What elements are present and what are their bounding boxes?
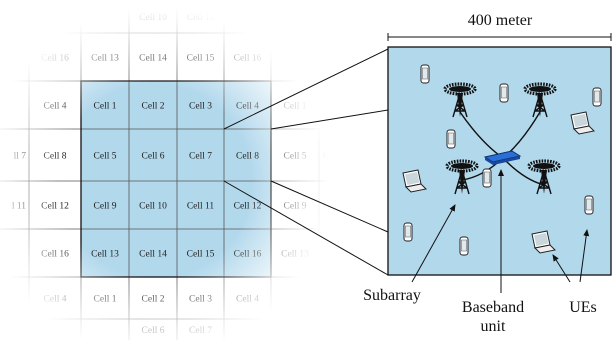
ues-label: UEs bbox=[569, 299, 597, 316]
cell-label: Cell bbox=[287, 295, 303, 305]
cell-label: Cell 1 bbox=[284, 102, 307, 112]
cell-label: Cell 4 bbox=[44, 102, 67, 112]
cluster-border bbox=[80, 80, 272, 278]
zoom-line bbox=[223, 48, 389, 130]
cell-label: Cell 13 bbox=[91, 54, 119, 64]
cell-label: Cell 16 bbox=[41, 250, 69, 260]
cell-label: Cell 6 bbox=[142, 152, 165, 162]
zoom-line bbox=[223, 180, 389, 276]
baseband-unit-side bbox=[485, 156, 520, 165]
cell-label: Cell 16 bbox=[41, 54, 69, 64]
phone-icon bbox=[420, 64, 430, 84]
annotation-arrow bbox=[411, 204, 456, 283]
cell-label: Cell 4 bbox=[236, 102, 259, 112]
phone-icon bbox=[592, 87, 602, 107]
baseband-label: Baseband bbox=[462, 299, 524, 316]
cell-label: Cell 4 bbox=[44, 295, 67, 305]
cell-label-edge: Cel bbox=[323, 152, 337, 162]
cell-label: Cell 7 bbox=[189, 152, 212, 162]
cell-label: Cell 11 bbox=[187, 202, 215, 212]
phone-icon bbox=[403, 222, 413, 242]
cell-label: Cell 12 bbox=[234, 202, 262, 212]
cell-label: Cell 14 bbox=[139, 54, 167, 64]
cell-label: Cell 5 bbox=[94, 152, 117, 162]
zoom-line bbox=[270, 109, 389, 130]
cell-label: Cell 5 bbox=[284, 152, 307, 162]
cell-label: Cell bbox=[287, 54, 303, 64]
phone-icon bbox=[499, 83, 509, 103]
cell-label: Cell 1 bbox=[94, 295, 117, 305]
phone-icon bbox=[482, 168, 492, 188]
zoom-connector-lines bbox=[223, 48, 389, 276]
cell-label: Cell 2 bbox=[142, 102, 165, 112]
phone-icon bbox=[446, 129, 456, 149]
subarray-label: Subarray bbox=[363, 287, 421, 304]
zoom-line bbox=[270, 180, 389, 233]
cell-label: Cell 6 bbox=[142, 326, 165, 336]
cell-label: Cell 16 bbox=[234, 250, 262, 260]
cell-label-edge: ll 16 bbox=[9, 54, 26, 64]
cell-label: Cell 13 bbox=[91, 250, 119, 260]
cell-label-edge: l 11 bbox=[12, 202, 26, 212]
phone-icon bbox=[459, 236, 469, 256]
cell-label: Cell 10 bbox=[139, 202, 167, 212]
cell-label: Cell 7 bbox=[189, 326, 212, 336]
baseband-label-line2: unit bbox=[481, 318, 506, 335]
cell-label: Cell 2 bbox=[142, 295, 165, 305]
scale-label: 400 meter bbox=[468, 12, 533, 29]
cell-label: Cell 4 bbox=[236, 295, 259, 305]
cell-label: Cell 15 bbox=[187, 250, 215, 260]
cell-label: Cell 9 bbox=[94, 202, 117, 212]
annotation-arrow bbox=[552, 254, 571, 283]
phone-icon bbox=[584, 195, 594, 215]
cell-label: Cell 11 bbox=[187, 13, 215, 23]
cell-label: Cell 14 bbox=[139, 250, 167, 260]
cell-label: Cell 13 bbox=[281, 250, 309, 260]
cell-label: Cell 12 bbox=[41, 202, 69, 212]
cell-label: Cell 1 bbox=[94, 102, 117, 112]
cell-label: Cell 8 bbox=[236, 152, 259, 162]
cell-label: Cell 3 bbox=[189, 295, 212, 305]
cell-label: Cell 8 bbox=[44, 152, 67, 162]
cell-label: Cell 10 bbox=[139, 13, 167, 23]
cell-label: Cell 16 bbox=[234, 54, 262, 64]
cell-label-edge: ll 7 bbox=[14, 152, 27, 162]
cell-label: Cell 3 bbox=[189, 102, 212, 112]
cell-label: Cell 9 bbox=[284, 202, 307, 212]
annotation-arrow bbox=[579, 229, 590, 283]
cell-label: Cell 15 bbox=[187, 54, 215, 64]
highlighted-cluster bbox=[81, 81, 271, 277]
